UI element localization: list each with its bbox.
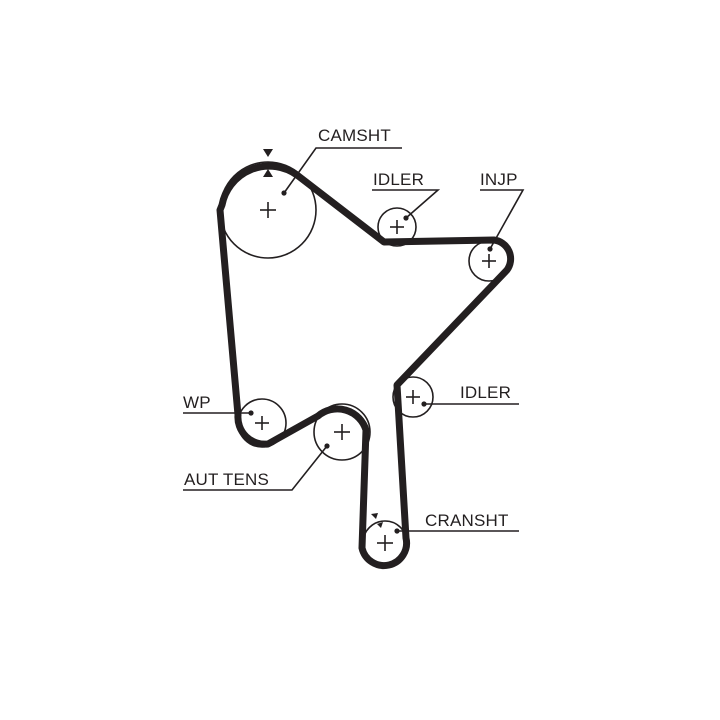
crankshaft-leader	[394, 528, 519, 534]
water-pump-leader	[183, 410, 254, 416]
auto-tensioner-label: AUT TENS	[184, 470, 269, 489]
water-pump-pulley	[237, 398, 287, 448]
idler-right-pulley	[392, 376, 434, 418]
camshaft-timing-mark	[263, 149, 273, 177]
auto-tensioner-pulley	[313, 403, 371, 461]
idler-top-label: IDLER	[373, 170, 424, 189]
injection-pump-label: INJP	[480, 170, 518, 189]
timing-belt	[216, 162, 515, 570]
idler-top-leader	[372, 189, 441, 221]
injection-pump-pulley	[468, 240, 510, 282]
camshaft-pulley	[219, 161, 317, 259]
idler-right-label: IDLER	[460, 383, 511, 402]
idler-right-leader	[421, 401, 519, 407]
auto-tensioner-leader	[183, 443, 330, 491]
idler-top-pulley	[377, 207, 417, 247]
crankshaft-timing-mark	[371, 513, 383, 528]
camshaft-leader	[281, 147, 402, 196]
injection-pump-leader	[480, 189, 525, 252]
crankshaft-label: CRANSHT	[425, 511, 509, 530]
water-pump-label: WP	[183, 393, 211, 412]
crankshaft-pulley	[362, 520, 408, 566]
camshaft-label: CAMSHT	[318, 126, 391, 145]
